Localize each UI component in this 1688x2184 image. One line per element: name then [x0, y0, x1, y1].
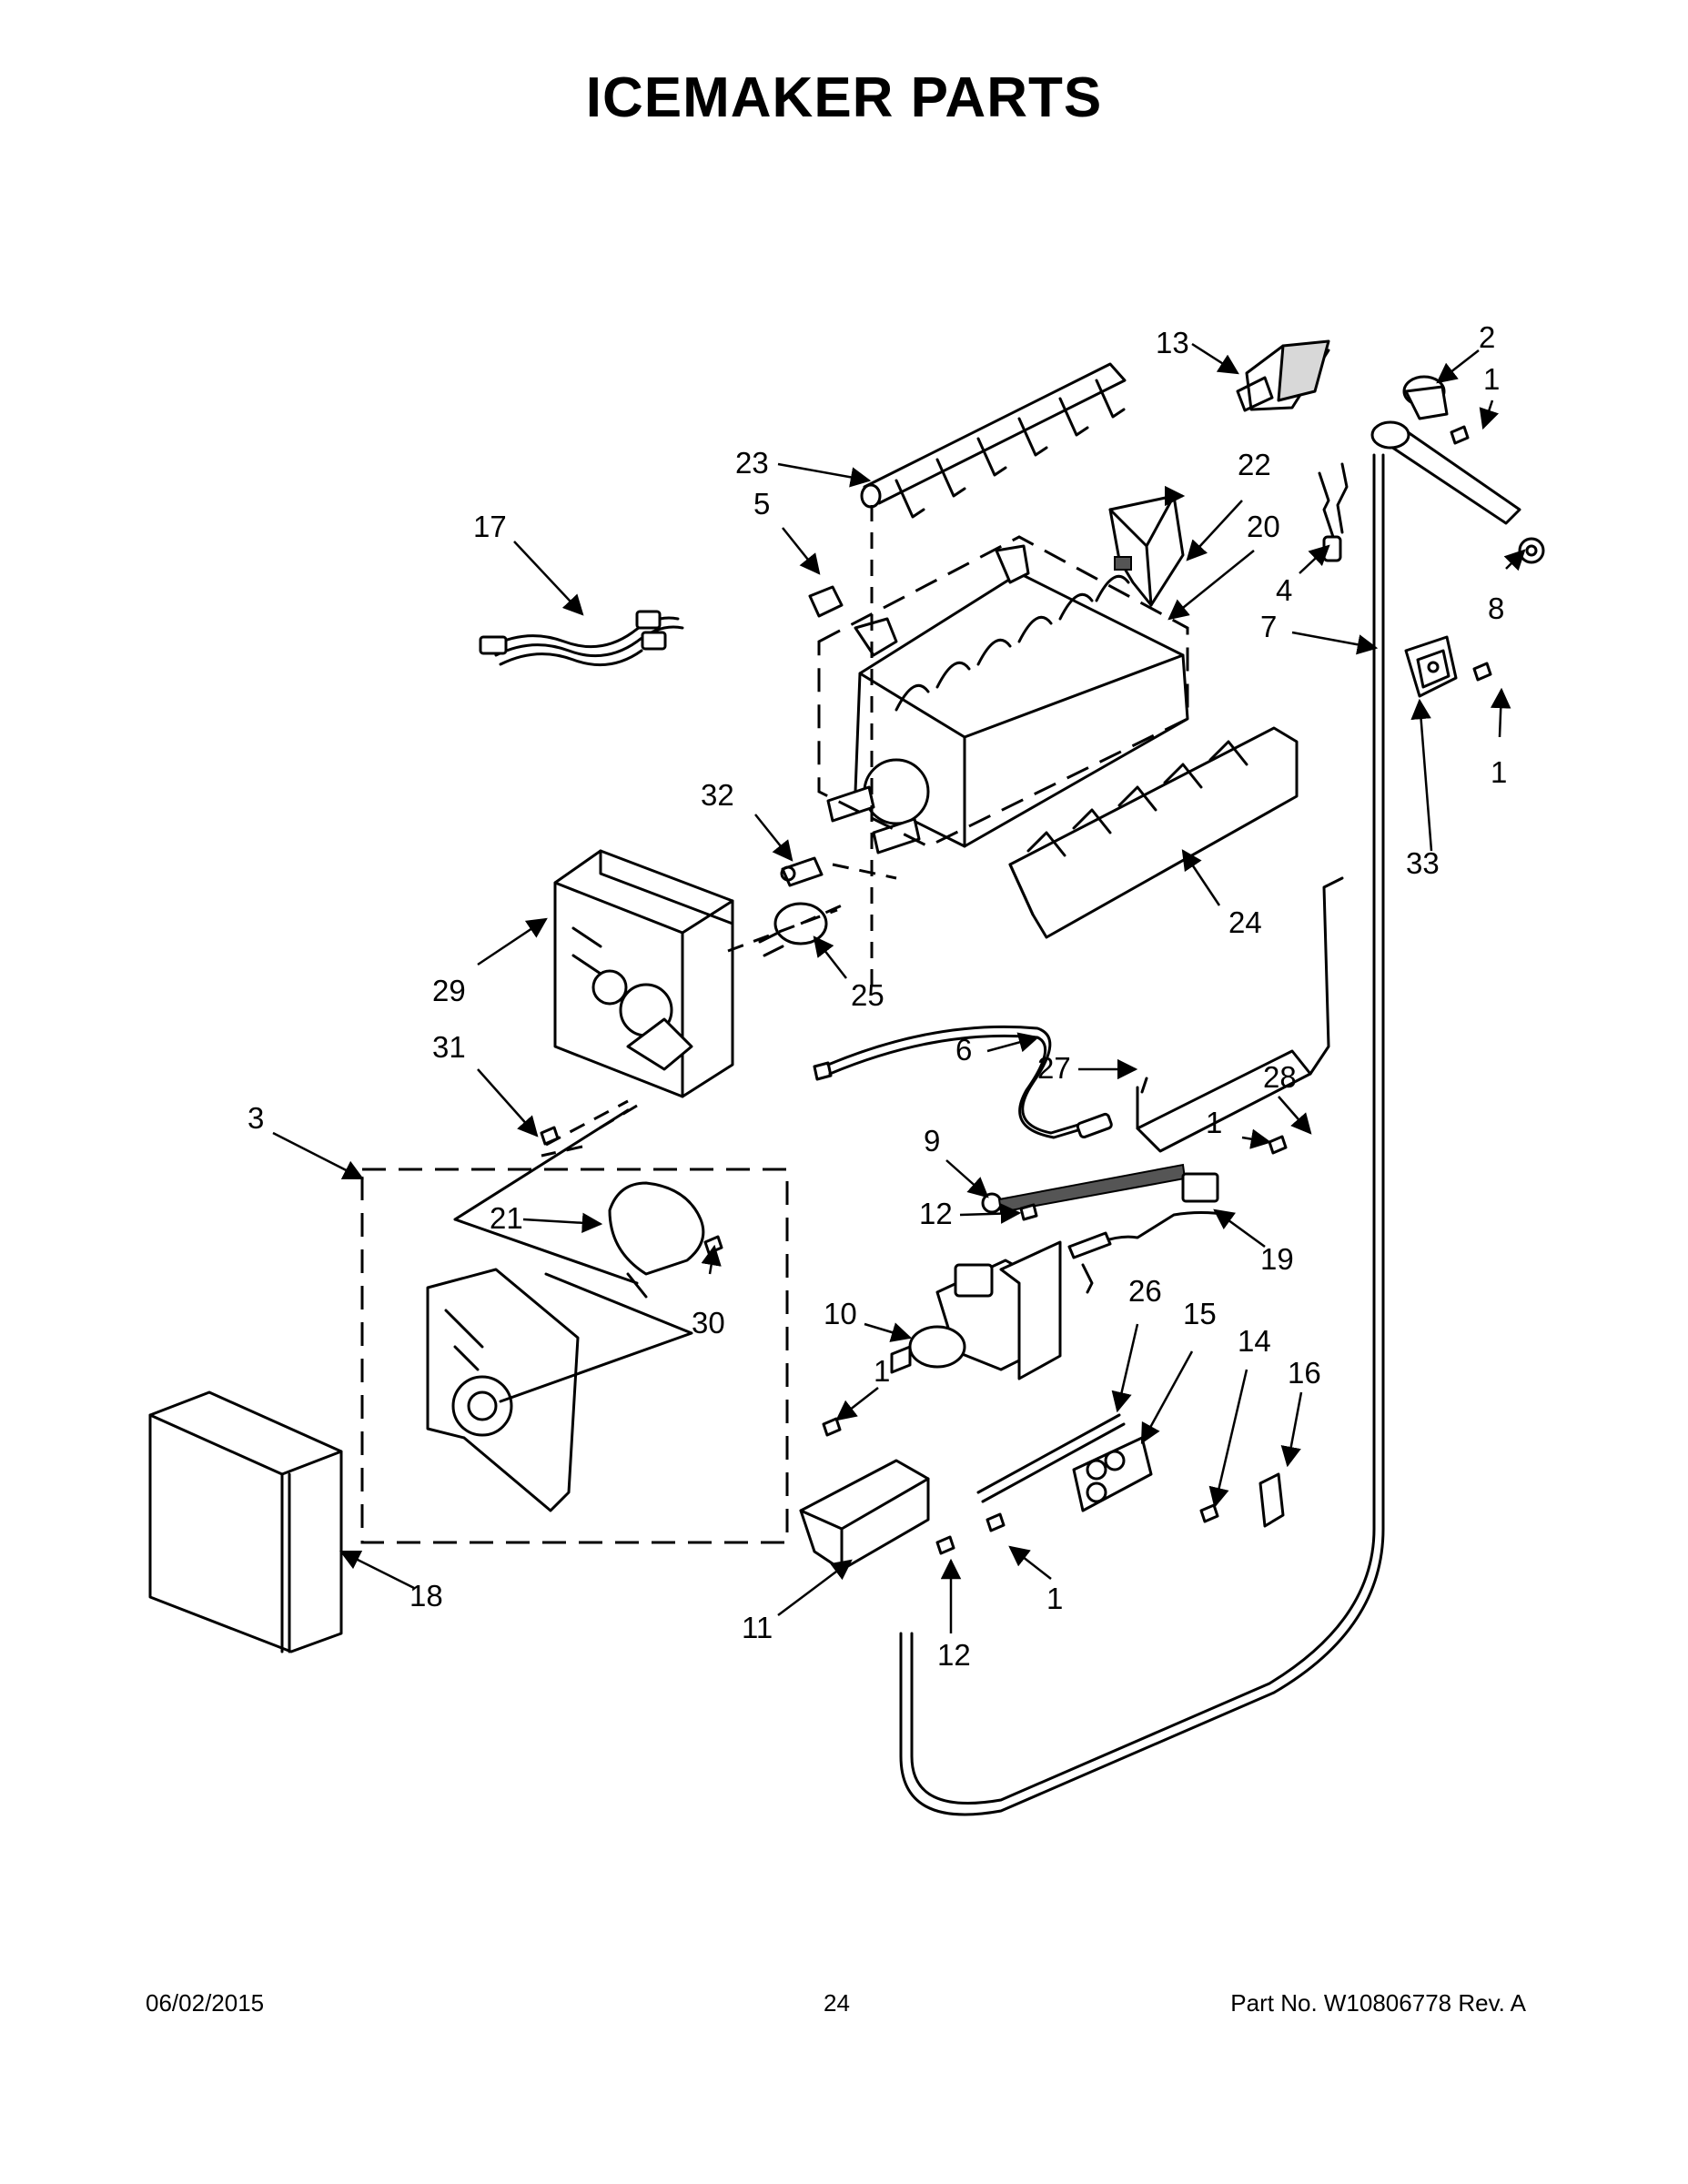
callout-30: 30: [692, 1306, 725, 1340]
callout-21: 21: [490, 1201, 523, 1235]
assembly-dashes: [360, 505, 1189, 1544]
footer-page-number: 24: [824, 1989, 850, 2017]
callout-27: 27: [1037, 1051, 1071, 1085]
callout-12: 12: [919, 1197, 953, 1230]
callout-16: 16: [1288, 1356, 1321, 1390]
callout-1: 1: [1206, 1106, 1222, 1139]
callout-1: 1: [874, 1354, 890, 1388]
part-11-bracket: [799, 1459, 930, 1572]
part-18-cover: [148, 1390, 343, 1653]
callout-1: 1: [1491, 755, 1507, 789]
part-2-fill-cup: [1402, 375, 1449, 420]
callout-3: 3: [248, 1101, 264, 1135]
callout-25: 25: [851, 978, 884, 1012]
part-19-harness: [1067, 1172, 1230, 1294]
callout-13: 13: [1156, 326, 1189, 359]
callout-9: 9: [924, 1124, 940, 1158]
part-17-harness: [479, 610, 684, 667]
callout-labels: 13 2 1 23 22 5 17 20 4 8 7 1 32 33 24 29…: [248, 320, 1507, 1672]
part-24-stripper: [1008, 726, 1299, 939]
callout-28: 28: [1263, 1060, 1297, 1094]
part-27-arm: [1136, 876, 1344, 1153]
callout-32: 32: [701, 778, 734, 812]
part-21-motor: [608, 1181, 705, 1299]
part-13-board: [1236, 339, 1330, 412]
part-9-tube: [981, 1163, 1187, 1214]
callout-33: 33: [1406, 846, 1440, 880]
callout-7: 7: [1260, 610, 1277, 643]
callout-1: 1: [1046, 1582, 1063, 1615]
part-5-clip: [808, 585, 844, 618]
leader-arrows: [272, 342, 1526, 1633]
callout-4: 4: [1276, 573, 1292, 607]
callout-15: 15: [1183, 1297, 1217, 1330]
part-16-connector: [1258, 1472, 1285, 1528]
part-33-bracket: [1404, 635, 1458, 698]
part-10-valve: [890, 1240, 1062, 1380]
part-4-cutout: [1318, 462, 1349, 562]
callout-18: 18: [409, 1579, 443, 1613]
callout-19: 19: [1260, 1242, 1294, 1276]
part-25-motor: [758, 902, 828, 957]
part-26-strip: [976, 1413, 1126, 1503]
callout-6: 6: [955, 1033, 972, 1067]
callout-20: 20: [1247, 510, 1280, 543]
callout-12: 12: [937, 1638, 971, 1672]
callout-24: 24: [1228, 905, 1262, 939]
part-7-fill-tube: [899, 420, 1545, 1816]
part-22-trough: [1108, 494, 1185, 607]
callout-23: 23: [735, 446, 769, 480]
callout-2: 2: [1479, 320, 1495, 354]
part-6-harness: [813, 1025, 1113, 1139]
part-23-ejector: [860, 362, 1127, 519]
callout-10: 10: [824, 1297, 857, 1330]
callout-5: 5: [753, 487, 770, 521]
part-32-clip: [780, 856, 824, 887]
part-29-housing: [553, 849, 734, 1098]
page-title: ICEMAKER PARTS: [585, 66, 1103, 129]
footer-part-number: Part No. W10806778 Rev. A: [1230, 1989, 1526, 2017]
callout-31: 31: [432, 1030, 466, 1064]
callout-17: 17: [473, 510, 507, 543]
callout-1: 1: [1483, 362, 1500, 396]
part-15-heater: [1072, 1436, 1153, 1512]
callout-11: 11: [742, 1611, 773, 1644]
callout-22: 22: [1238, 448, 1271, 481]
callout-14: 14: [1238, 1324, 1271, 1358]
callout-29: 29: [432, 974, 466, 1007]
callout-8: 8: [1488, 592, 1504, 625]
footer-date: 06/02/2015: [146, 1989, 265, 2017]
part-20-mold: [826, 544, 1189, 854]
part-3-control-assembly: [426, 1268, 580, 1512]
callout-26: 26: [1128, 1274, 1162, 1308]
